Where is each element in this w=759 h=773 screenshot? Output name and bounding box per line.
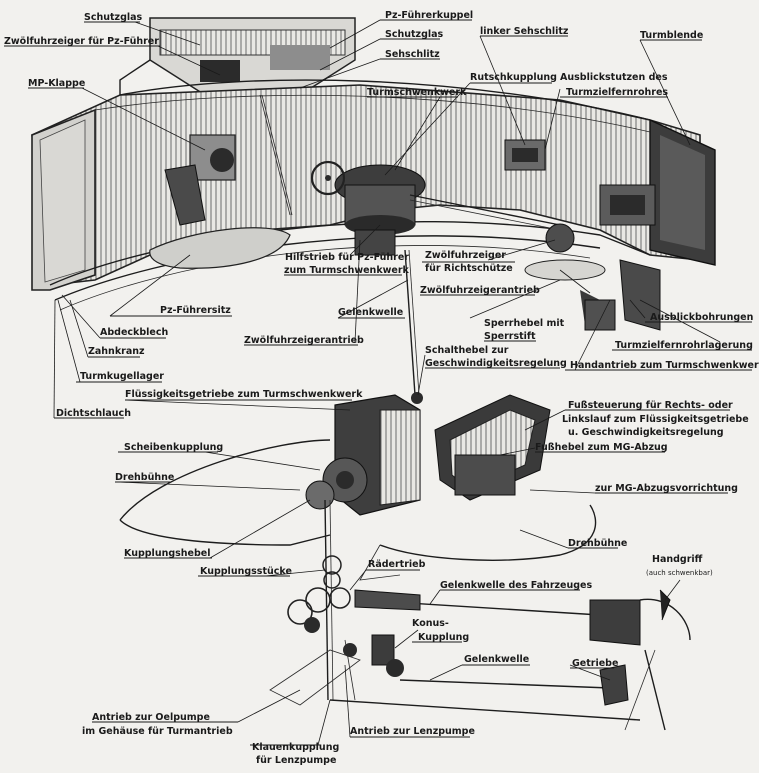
label-turmschwenkwerk: Turmschwenkwerk <box>367 87 467 98</box>
foot-control-box <box>434 394 551 501</box>
label-ausblickstutzen-1: Ausblickstutzen des <box>560 72 668 83</box>
label-handgriff-2: (auch schwenkbar) <box>646 569 713 577</box>
label-linker-sehschlitz: linker Sehschlitz <box>480 26 569 37</box>
label-raedertrieb: Rädertrieb <box>368 559 426 570</box>
label-schutzglas-top: Schutzglas <box>84 12 143 23</box>
label-turmzielfernrohrlagerung: Turmzielfernrohrlagerung <box>615 340 753 351</box>
label-hilfstrieb-1: Hilfstrieb für Pz-Führer <box>285 252 409 263</box>
label-sehschlitz: Sehschlitz <box>385 49 440 60</box>
label-schutzglas-mid: Schutzglas <box>385 29 444 40</box>
label-sperrhebel-2: Sperrstift <box>484 331 536 342</box>
label-zwoelfuhrzeiger-pz: Zwölfuhrzeiger für Pz-Führer <box>4 36 159 47</box>
label-turmkugellager: Turmkugellager <box>80 371 164 382</box>
label-dichtschlauch: Dichtschlauch <box>56 408 131 419</box>
label-konus-2: Kupplung <box>418 632 469 643</box>
commander-seat-area <box>149 94 293 269</box>
label-zwoelf-antrieb-left: Zwölfuhrzeigerantrieb <box>244 335 364 346</box>
label-getriebe: Getriebe <box>572 658 618 669</box>
lower-drive <box>269 634 666 731</box>
label-drehbuehne-left: Drehbühne <box>115 472 174 483</box>
label-fusssteuerung-2: Linkslauf zum Flüssigkeitsgetriebe <box>562 414 749 425</box>
fluid-transmission <box>305 394 421 516</box>
label-klauen-1: Klauenkupplung <box>252 742 339 753</box>
label-gelenkwelle-bottom: Gelenkwelle <box>464 654 529 665</box>
leader-lines <box>53 19 721 746</box>
vehicle-propshaft <box>354 589 691 646</box>
label-zahnkranz: Zahnkranz <box>88 346 145 357</box>
label-rutschkupplung: Rutschkupplung <box>470 72 557 83</box>
label-handantrieb: Handantrieb zum Turmschwenkwerk <box>570 360 759 371</box>
label-oelpumpe-2: im Gehäuse für Turmantrieb <box>82 726 233 737</box>
label-mp-klappe: MP-Klappe <box>28 78 85 89</box>
label-ausblickstutzen-2: Turmzielfernrohres <box>566 87 668 98</box>
label-schalthebel-1: Schalthebel zur <box>425 345 509 356</box>
labels: Schutzglas Zwölfuhrzeiger für Pz-Führer … <box>4 10 759 766</box>
label-gelenkwelle-fahrzeug: Gelenkwelle des Fahrzeuges <box>440 580 592 591</box>
label-fusssteuerung-1: Fußsteuerung für Rechts- oder <box>568 400 733 411</box>
label-zwoelf-antrieb-right: Zwölfuhrzeigerantrieb <box>420 285 540 296</box>
label-ausblickbohrungen: Ausblickbohrungen <box>650 312 754 323</box>
label-pz-fuehrerkuppel: Pz-Führerkuppel <box>385 10 473 21</box>
label-abdeckblech: Abdeckblech <box>100 327 168 338</box>
turret-illustration <box>31 17 716 731</box>
label-drehbuehne-right: Drehbühne <box>568 538 627 549</box>
label-zwoelf-richt-2: für Richtschütze <box>425 263 513 274</box>
label-kupplungsstuecke: Kupplungsstücke <box>200 566 292 577</box>
label-zwoelf-richt-1: Zwölfuhrzeiger <box>425 250 506 261</box>
gear-train <box>287 499 351 701</box>
label-klauen-2: für Lenzpumpe <box>256 755 336 766</box>
label-oelpumpe-1: Antrieb zur Oelpumpe <box>92 712 210 723</box>
label-sperrhebel-1: Sperrhebel mit <box>484 318 565 329</box>
label-mg-abzug: zur MG-Abzugsvorrichtung <box>595 483 738 494</box>
label-scheibenkupplung: Scheibenkupplung <box>124 442 223 453</box>
gelenkwelle-shaft <box>404 249 423 404</box>
label-kupplungshebel: Kupplungshebel <box>124 548 211 559</box>
label-konus-1: Konus- <box>412 618 449 629</box>
label-turmblende: Turmblende <box>640 30 703 41</box>
label-handgriff-1: Handgriff <box>652 554 703 565</box>
label-hilfstrieb-2: zum Turmschwenkwerk <box>284 265 410 276</box>
label-gelenkwelle-top: Gelenkwelle <box>338 307 403 318</box>
label-pz-fuehrersitz: Pz-Führersitz <box>160 305 231 316</box>
turntable-platform <box>119 439 597 581</box>
label-lenzpumpe-antrieb: Antrieb zur Lenzpumpe <box>350 726 475 737</box>
gunner-sight <box>504 139 661 331</box>
label-fusssteuerung-3: u. Geschwindigkeitsregelung <box>568 427 724 438</box>
label-fluessigkeitsgetriebe: Flüssigkeitsgetriebe zum Turmschwenkwerk <box>125 389 363 400</box>
label-fusshebel: Fußhebel zum MG-Abzug <box>535 442 668 453</box>
label-schalthebel-2: Geschwindigkeitsregelung <box>425 358 567 369</box>
